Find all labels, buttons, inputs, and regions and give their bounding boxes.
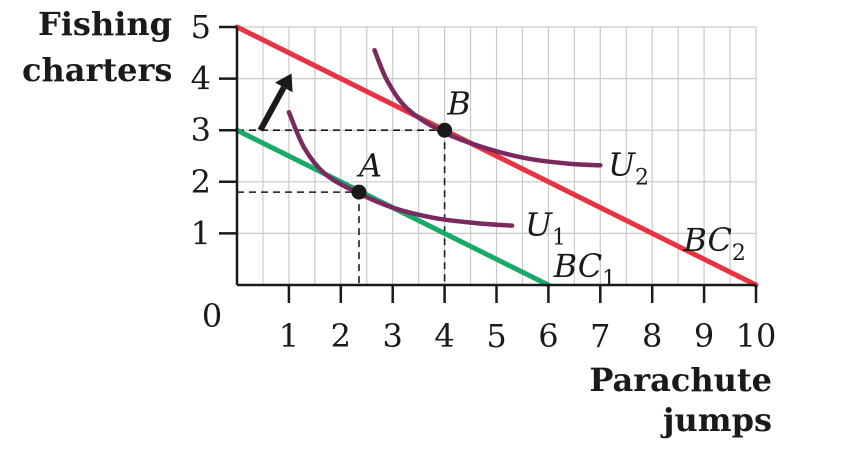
point-label-b: B: [446, 85, 471, 123]
y-axis-title-line-2: charters: [22, 51, 173, 89]
indifference-curve-1: [286, 109, 515, 228]
x-axis-title-line-2: jumps: [662, 401, 772, 439]
y-tick-label: 3: [191, 111, 211, 149]
y-tick-label: 1: [191, 214, 211, 252]
origin-label: 0: [202, 297, 222, 335]
indifference-curve-label-2: U2: [608, 145, 649, 190]
y-tick-label: 5: [191, 8, 211, 46]
x-tick-label: 10: [736, 317, 777, 355]
indifference-curve-2: [372, 47, 603, 168]
shift-arrow-head: [275, 73, 293, 93]
series-labels: A B BC1 BC2 U1 U2: [356, 85, 746, 292]
x-axis-title: Parachute jumps: [560, 364, 772, 436]
x-tick-label: 8: [642, 317, 662, 355]
point-a: [351, 184, 367, 200]
x-tick-label: 7: [590, 317, 610, 355]
guide-lines: [237, 129, 446, 285]
x-tick-label: 6: [538, 317, 558, 355]
x-tick-label: 9: [694, 317, 714, 355]
point-label-a: A: [356, 147, 382, 185]
axes: [219, 25, 758, 303]
budget-line-2: [234, 24, 759, 288]
x-axis-title-line-1: Parachute: [589, 361, 772, 399]
budget-line-label-2: BC2: [682, 221, 746, 266]
x-tick-label: 5: [486, 317, 506, 355]
y-tick-label: 4: [191, 60, 211, 98]
x-tick-label: 4: [434, 317, 454, 355]
shift-arrow-shaft: [257, 86, 287, 132]
y-axis-title-line-1: Fishing: [38, 5, 172, 43]
y-axis-title: Fishing charters: [22, 8, 172, 86]
x-tick-label: 2: [331, 317, 351, 355]
x-tick-label: 3: [383, 317, 403, 355]
chart-series: [234, 24, 759, 288]
point-b: [437, 122, 453, 138]
x-tick-label: 1: [279, 317, 299, 355]
indifference-curve-label-1: U1: [525, 206, 566, 251]
grid: [237, 26, 757, 285]
budget-line-label-1: BC1: [553, 247, 617, 292]
y-tick-label: 2: [191, 163, 211, 201]
